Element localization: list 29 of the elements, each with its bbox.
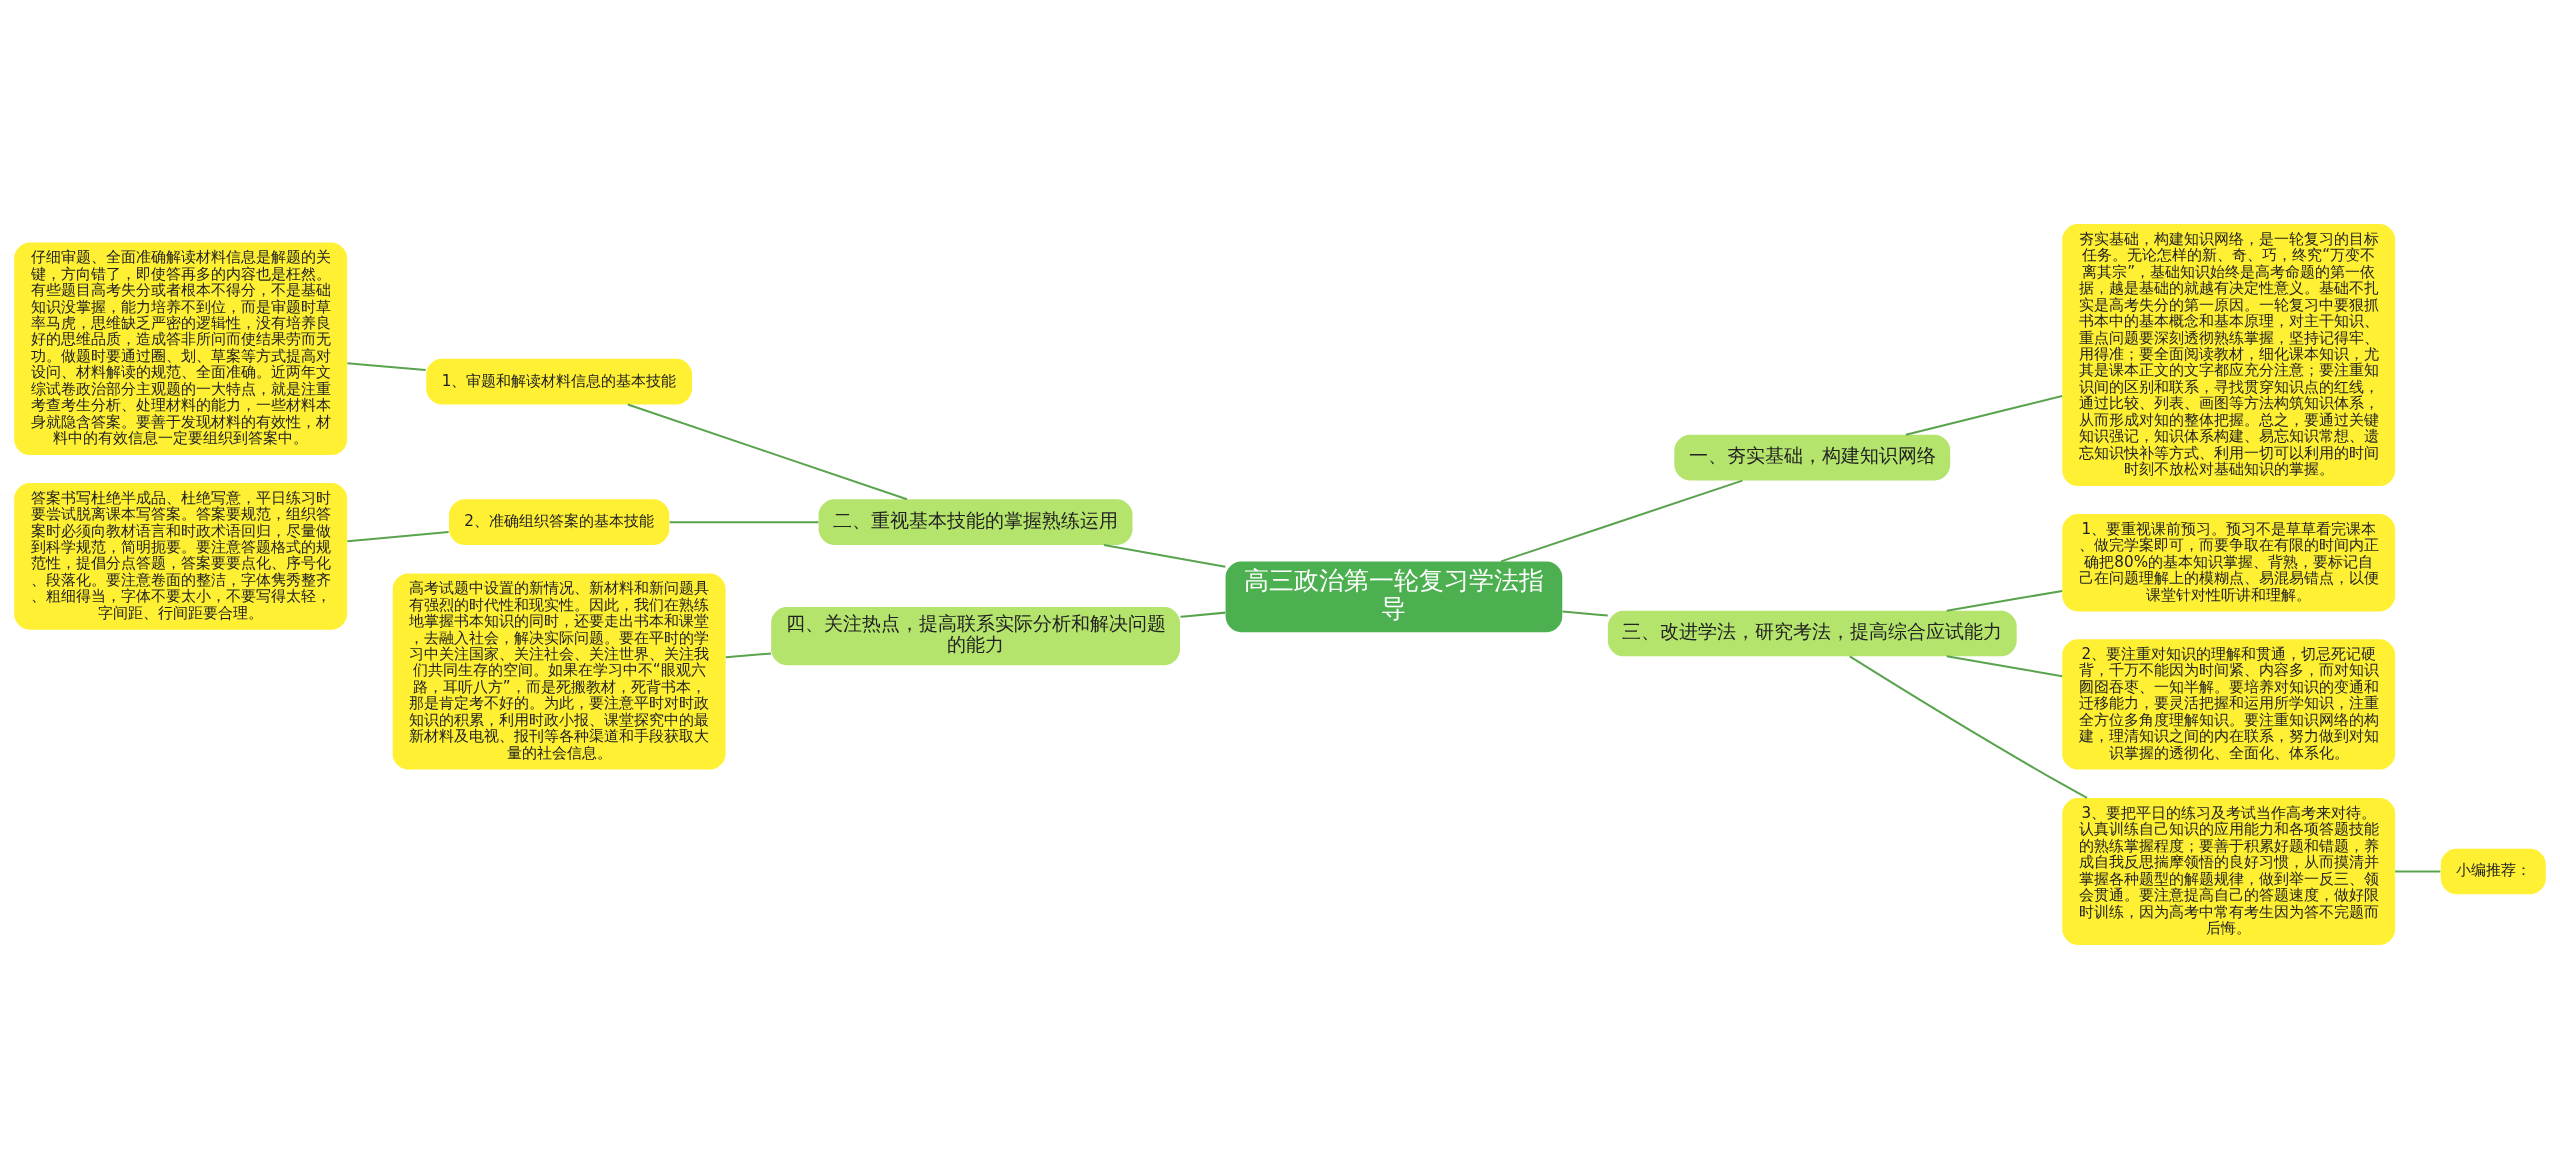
node-box: 夯实基础，构建知识网络，是一轮复习的目标任务。无论怎样的新、奇、巧，终究“万变不离其宗”，基础知识始终是高考命题的第一依据，越是基础的就越有决定性意义。基础不扎实是高考失分的第一原因。一轮复习中要狠抓书本中的基本概念和基本原理，对主干知识、重点问题要深刻透彻熟练掌握，坚持记得牢、用得准；要全面阅读教材，细化课本知识，尤其是课本正文的文字都应充分注意；要注重知识间的区别和联系，寻找贯穿知识点的红线，通过比较、列表、画图等方法构筑知识体系，从而形成对知的整体把握。总之，要通过关键知识强记，知识体系构建、易忘知识常想、遗忘知识快补等方式、利用一切可以利用的时间时刻不放松对基础知识的掌握。: [2062, 224, 2396, 487]
connector: [347, 531, 449, 543]
node-box: 二、重视基本技能的掌握熟练运用: [818, 499, 1133, 545]
connector: [1180, 611, 1226, 618]
connector: [1905, 395, 2063, 436]
node-box: 2、准确组织答案的基本技能: [449, 499, 670, 545]
connector: [2395, 870, 2441, 873]
node-box: 三、改进学法，研究考法，提高综合应试能力: [1607, 610, 2017, 657]
connector: [669, 521, 819, 524]
connector: [725, 652, 771, 659]
connector: [1849, 655, 2088, 799]
connector: [1103, 543, 1226, 568]
node-box: 一、夯实基础，构建知识网络: [1674, 434, 1951, 481]
connector: [627, 403, 908, 501]
node-box: 高考试题中设置的新情况、新材料和新问题具有强烈的时代性和现实性。因此，我们在熟练地掌握书本知识的同时，还要走出书本和课堂，去融入社会，解决实际问题。要在平时的学习中关注国家、关注社会、关注世界、关注我们共同生存的空间。如果在学习中不“眼观六路，耳听八方”，而是死搬教材，死背书本，那是肯定考不好的。为此，要注意平时对时政知识的积累，利用时政小报、课堂探究中的最新材料及电视、报刊等各种渠道和手段获取大量的社会信息。: [392, 573, 726, 770]
node-box: 3、要把平日的练习及考试当作高考来对待。认真训练自己知识的应用能力和各项答题技能的熟练掌握程度；要善于积累好题和错题，养成自我反思揣摩领悟的良好习惯，从而摸清并掌握各种题型的解题规律，做到举一反三、领会贯通。要注意提高自己的答题速度，做好限时训练，因为高考中常有考生因为答不完题而后悔。: [2062, 798, 2396, 945]
node-box: 2、要注重对知识的理解和贯通，切忌死记硬背，千万不能因为时间紧、内容多，而对知识囫囵吞枣、一知半解。要培养对知识的变通和迁移能力，要灵活把握和运用所学知识，注重全方位多角度理解知识。要注重知识网络的构建，理清知识之间的内在联系，努力做到对知识掌握的透彻化、全面化、体系化。: [2062, 639, 2396, 770]
node-box: 1、审题和解读材料信息的基本技能: [426, 358, 693, 405]
connector: [1500, 479, 1743, 563]
node-box: 答案书写杜绝半成品、杜绝写意，平日练习时要尝试脱离课本写答案。答案要规范，组织答案时必须向教材语言和时政术语回归，尽量做到科学规范，简明扼要。要注意答题格式的规范性，提倡分点答题，答案要要点化、序号化、段落化。要注意卷面的整洁，字体隽秀整齐、粗细得当，字体不要太小，不要写得太轻，字间距、行间距要合理。: [14, 482, 348, 630]
connector: [1562, 610, 1608, 617]
node-box: 小编推荐：: [2440, 848, 2546, 895]
node-box: 仔细审题、全面准确解读材料信息是解题的关键，方向错了，即使答再多的内容也是枉然。有些题目高考失分或者根本不得分，不是基础知识没掌握，能力培养不到位，而是审题时草率马虎，思维缺乏严密的逻辑性，没有培养良好的思维品质，造成答非所问而使结果劳而无功。做题时要通过圈、划、草案等方式提高对设问、材料解读的规范、全面准确。近两年文综试卷政治部分主观题的一大特点，就是注重考查考生分析、处理材料的能力，一些材料本身就隐含答案。要善于发现材料的有效性，材料中的有效信息一定要组织到答案中。: [14, 242, 348, 456]
node-box: 1、要重视课前预习。预习不是草草看完课本、做完学案即可，而要争取在有限的时间内正确把80%的基本知识掌握、背熟，要标记自己在问题理解上的模糊点、易混易错点，以便课堂针对性听讲和理解。: [2062, 513, 2396, 612]
connector: [1946, 655, 2063, 678]
node-box: 高三政治第一轮复习学法指导: [1225, 561, 1563, 633]
node-box: 四、关注热点，提高联系实际分析和解决问题的能力: [771, 606, 1180, 666]
connector: [1946, 589, 2063, 612]
connector: [347, 362, 426, 372]
